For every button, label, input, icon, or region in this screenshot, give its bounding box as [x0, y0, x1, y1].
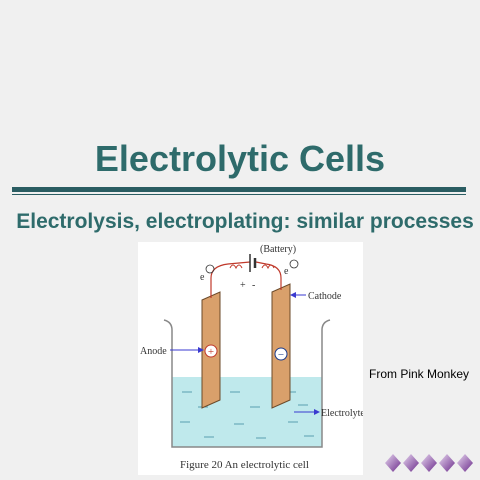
- anode-sign-text: +: [208, 346, 214, 358]
- diamond-icon: [439, 454, 455, 472]
- figure-caption: Figure 20 An electrolytic cell: [180, 459, 309, 471]
- beaker: [163, 319, 331, 448]
- battery-label: (Battery): [260, 244, 296, 255]
- electron-charge-left: [205, 264, 215, 274]
- diamond-icon: [385, 454, 401, 472]
- title-divider-thick: [12, 187, 466, 192]
- diamond-icon: [403, 454, 419, 472]
- cathode-arrowhead: [290, 292, 296, 298]
- decorative-diamonds: [385, 454, 473, 472]
- anode-label: Anode: [140, 346, 167, 357]
- electrolyte-label: Electrolyte: [321, 408, 363, 419]
- electron-label-left: e: [200, 272, 205, 283]
- cathode-sign-text: −: [278, 349, 284, 361]
- slide-title: Electrolytic Cells: [94, 138, 386, 179]
- anode-arrowhead: [198, 347, 204, 353]
- electrolyte-arrowhead: [314, 409, 320, 415]
- slide-subtitle: Electrolysis, electroplating: similar pr…: [16, 210, 474, 233]
- minus-terminal-label: -: [252, 280, 255, 291]
- cathode-electrode: [271, 283, 291, 409]
- diamond-icon: [457, 454, 473, 472]
- cathode-label: Cathode: [308, 291, 342, 302]
- diamond-icon: [421, 454, 437, 472]
- wire-coil-right: [261, 264, 275, 270]
- source-credit: From Pink Monkey: [369, 367, 470, 381]
- cathode-wire: [255, 261, 282, 290]
- electron-charge-right: [289, 259, 299, 269]
- anode-wire: [210, 261, 251, 298]
- cell-diagram: + − (Battery) + - e e Anode Cathode Elec…: [140, 244, 365, 471]
- wire-coil-left: [229, 264, 243, 270]
- electron-label-right: e: [284, 266, 289, 277]
- cathode-minus-sign: [274, 347, 288, 361]
- electrolytic-cell-figure: + − (Battery) + - e e Anode Cathode Elec…: [138, 242, 365, 475]
- plus-terminal-label: +: [240, 280, 246, 291]
- title-divider-thin: [12, 194, 466, 195]
- anode-plus-sign: [204, 344, 218, 358]
